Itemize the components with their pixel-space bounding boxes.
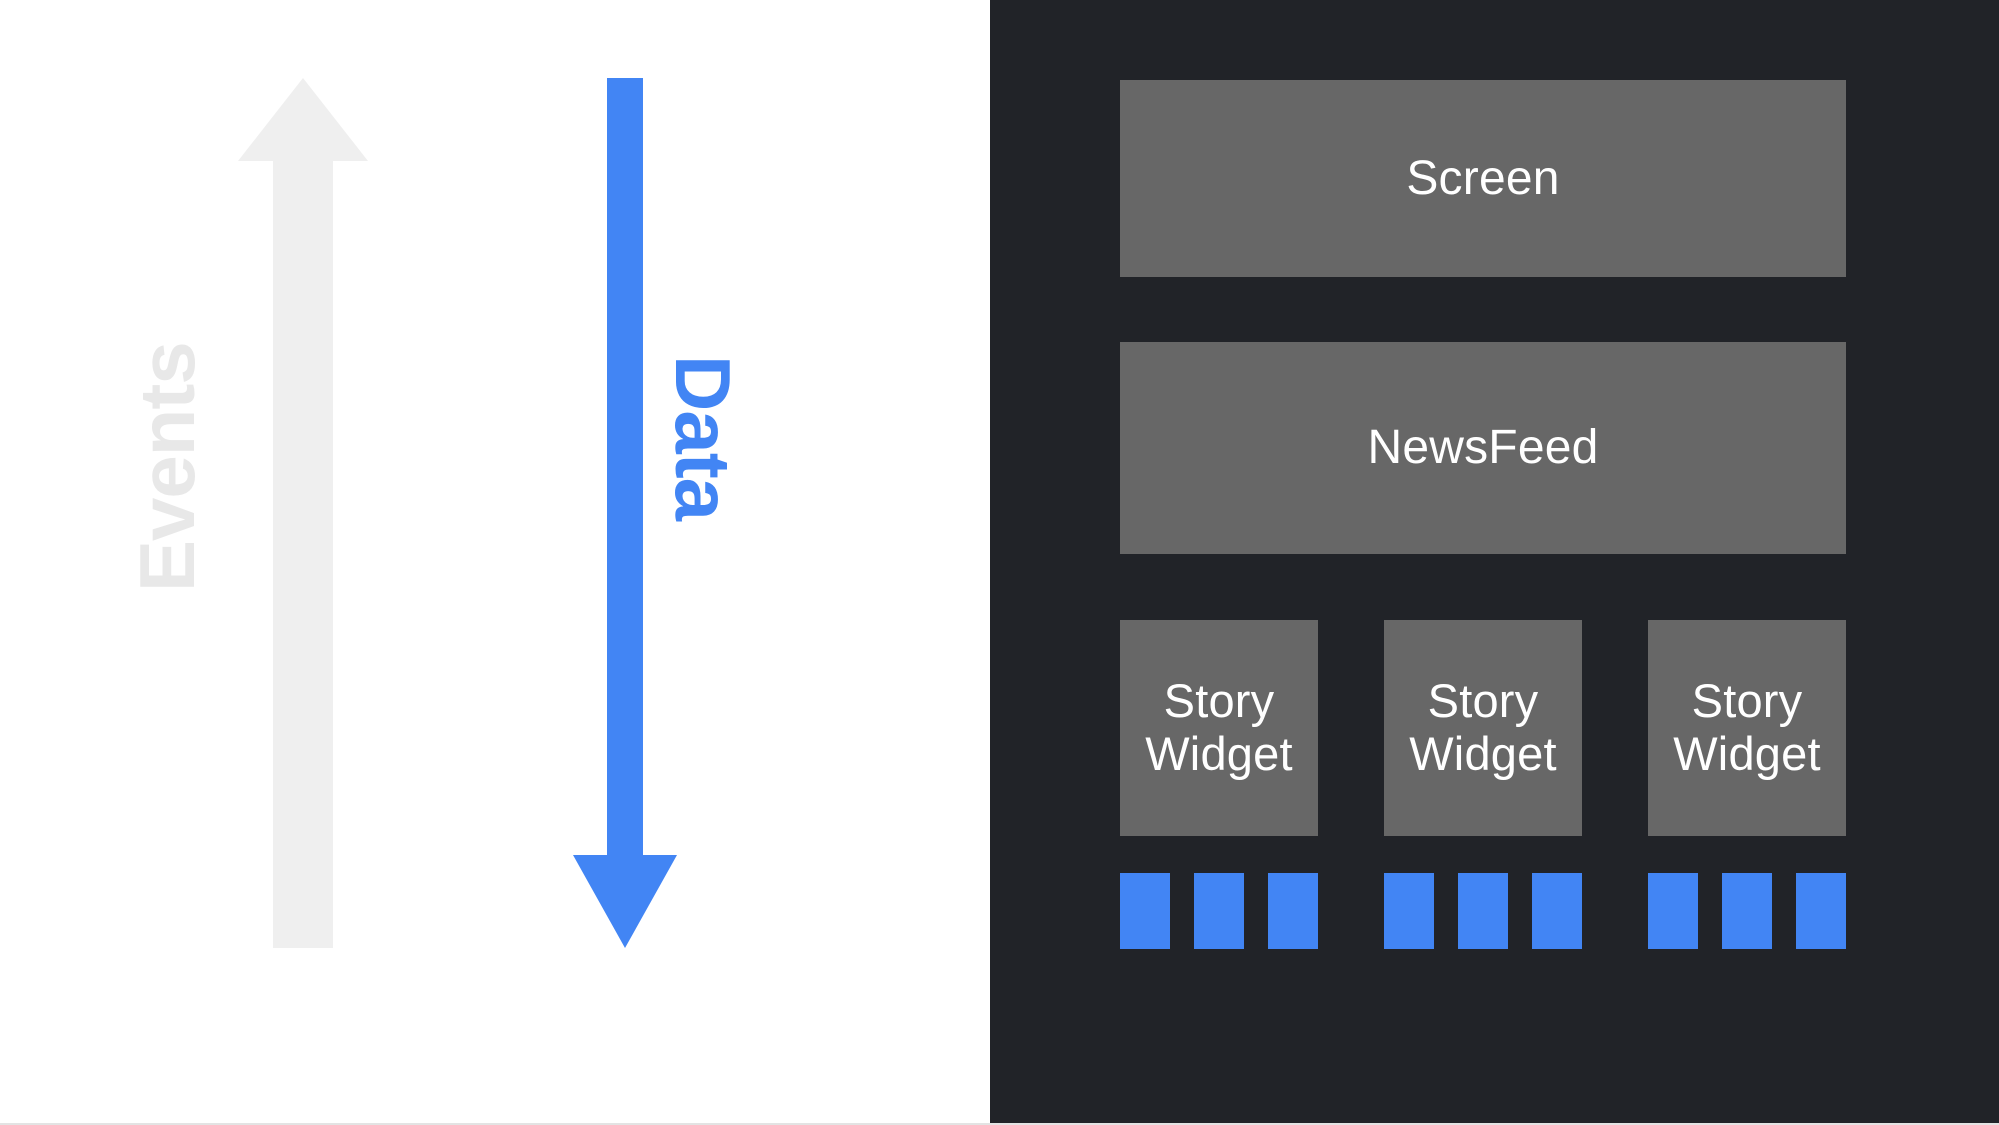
component-node-story-widget-1[interactable]: Story Widget [1120, 620, 1318, 836]
data-flow-label: Data [659, 355, 747, 521]
leaf-group-2 [1384, 873, 1582, 949]
leaf-node[interactable] [1384, 873, 1434, 949]
component-node-newsfeed[interactable]: NewsFeed [1120, 342, 1846, 554]
leaf-node[interactable] [1458, 873, 1508, 949]
events-arrow-icon [238, 78, 368, 948]
story-widget-column-2: Story Widget [1384, 620, 1582, 836]
story-widget-label-line2: Widget [1673, 727, 1821, 780]
story-widget-label-line2: Widget [1409, 727, 1557, 780]
leaf-node-row [1120, 873, 1846, 949]
leaf-node[interactable] [1532, 873, 1582, 949]
story-widget-label-line1: Story [1691, 674, 1803, 728]
leaf-node[interactable] [1648, 873, 1698, 949]
component-node-story-widget-2[interactable]: Story Widget [1384, 620, 1582, 836]
leaf-group-1 [1120, 873, 1318, 949]
component-node-story-widget-3[interactable]: Story Widget [1648, 620, 1846, 836]
leaf-node[interactable] [1796, 873, 1846, 949]
leaf-node[interactable] [1120, 873, 1170, 949]
events-flow-label: Events [123, 342, 211, 592]
component-tree-panel: Screen NewsFeed Story Widget Story Widge… [990, 0, 1999, 1123]
component-node-screen[interactable]: Screen [1120, 80, 1846, 277]
story-widget-label-line1: Story [1163, 674, 1275, 728]
flow-legend-panel: Events Data [0, 0, 990, 1123]
leaf-node[interactable] [1722, 873, 1772, 949]
story-widget-column-1: Story Widget [1120, 620, 1318, 836]
leaf-group-3 [1648, 873, 1846, 949]
story-widget-column-3: Story Widget [1648, 620, 1846, 836]
leaf-node[interactable] [1194, 873, 1244, 949]
data-arrow-icon [573, 78, 677, 948]
story-widget-row: Story Widget Story Widget Story [1120, 620, 1846, 836]
story-widget-label-line2: Widget [1145, 727, 1293, 780]
story-widget-label-line1: Story [1427, 674, 1539, 728]
leaf-node[interactable] [1268, 873, 1318, 949]
